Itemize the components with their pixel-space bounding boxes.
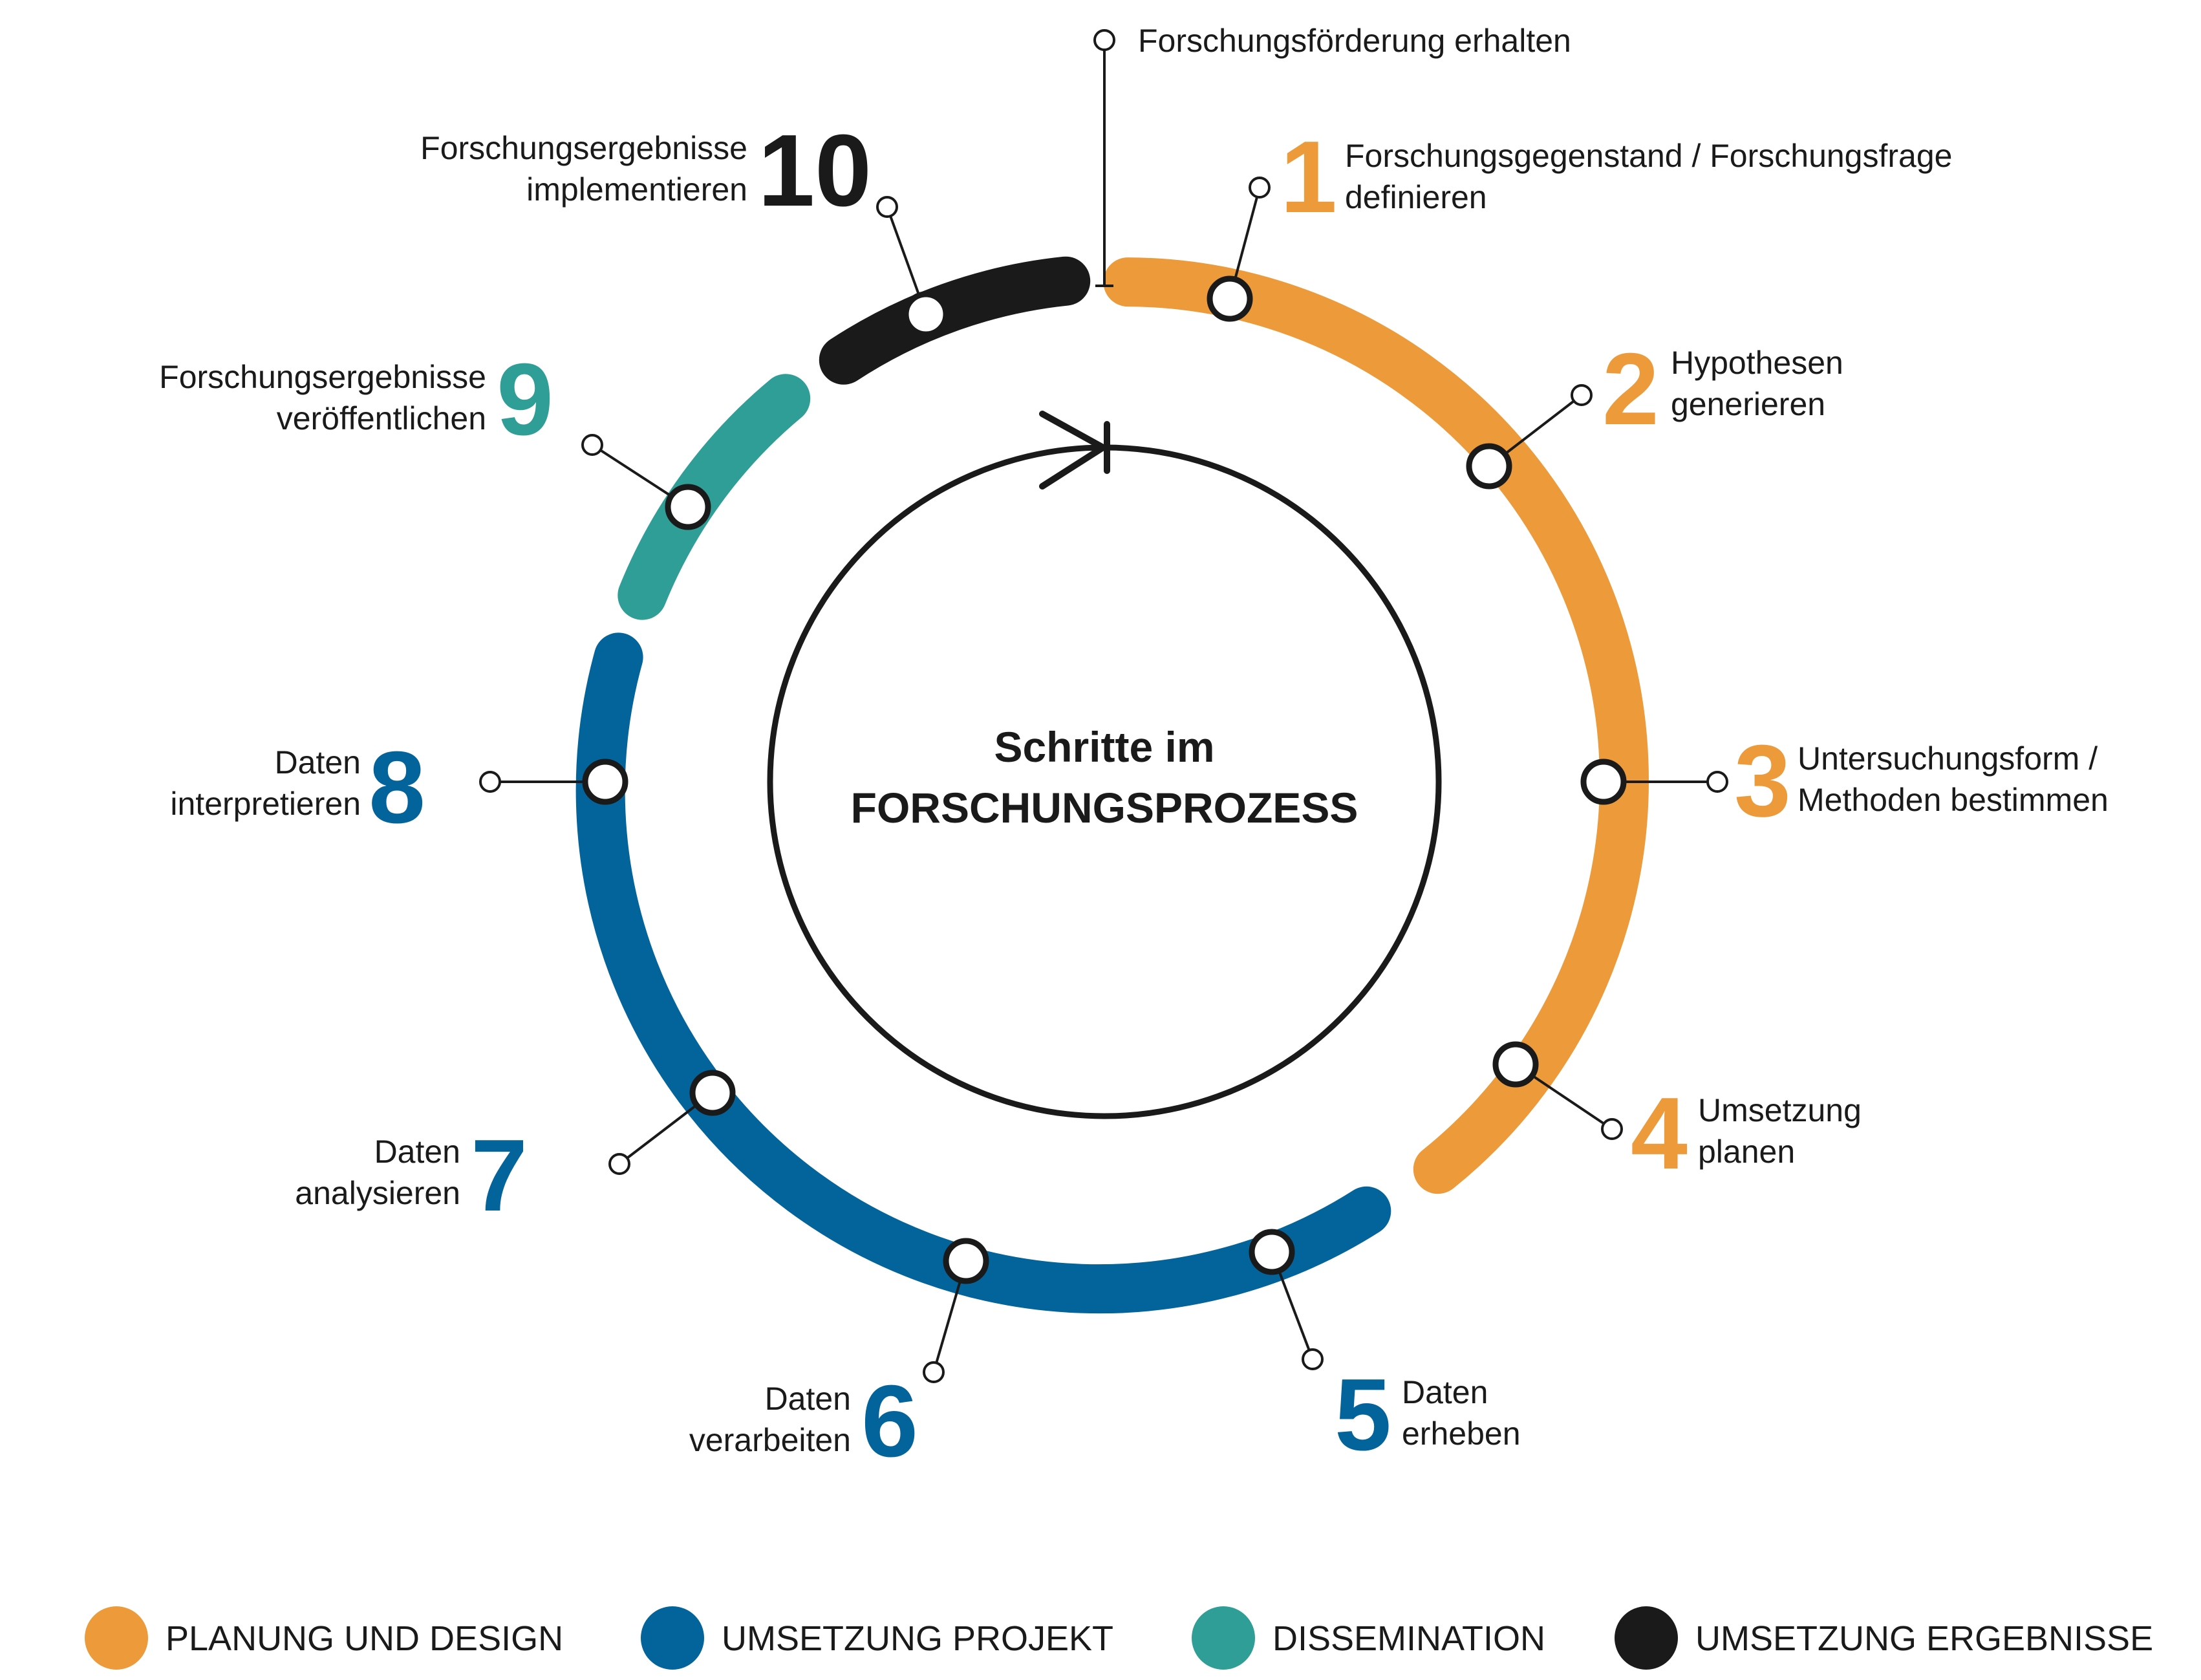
step-8-number: 8 [369, 731, 425, 845]
step-8-connector-end [479, 771, 501, 793]
legend-item-umsetzung-projekt: UMSETZUNG PROJEKT [641, 1606, 1113, 1670]
step-1-node [1207, 275, 1253, 322]
step-10: 10 Forschungsergebnisse implementieren [420, 114, 949, 338]
step-5-node [1249, 1229, 1295, 1275]
step-7-connector-end [608, 1153, 630, 1175]
step-6-label-line1: Daten [765, 1381, 851, 1417]
step-8-node [582, 759, 628, 805]
step-3-connector-end [1706, 771, 1728, 793]
step-8-label-line2: interpretieren [170, 786, 361, 822]
start-marker-label: Forschungsförderung erhalten [1138, 23, 1571, 59]
step-7: 7 Daten analysieren [295, 1070, 736, 1233]
step-2-label-line1: Hypothesen [1671, 345, 1843, 381]
arc-umsetzung-ergebnisse [819, 256, 1091, 385]
step-4-connector-end [1601, 1118, 1623, 1140]
step-9-node [665, 484, 711, 530]
step-2-number: 2 [1602, 332, 1659, 446]
step-4: 4 Umsetzung planen [1492, 1041, 1862, 1190]
legend-label-planung: PLANUNG UND DESIGN [166, 1619, 563, 1658]
step-1: 1 Forschungsgegenstand / Forschungsfrage… [1207, 120, 1952, 322]
legend-swatch-umsetzung-projekt [641, 1606, 704, 1670]
step-9-connector-end [581, 434, 603, 456]
legend-item-planung: PLANUNG UND DESIGN [85, 1606, 563, 1670]
step-7-node [689, 1070, 736, 1116]
step-3-label-line2: Methoden bestimmen [1798, 782, 2109, 818]
step-4-number: 4 [1631, 1077, 1688, 1190]
step-1-label-line2: definieren [1345, 179, 1487, 215]
arc-umsetzung-projekt [575, 632, 1391, 1314]
step-5-label-line1: Daten [1402, 1374, 1488, 1410]
step-2-node [1466, 443, 1512, 490]
legend-label-umsetzung-ergebnisse: UMSETZUNG ERGEBNISSE [1695, 1619, 2153, 1658]
center-title-line1: Schritte im [994, 723, 1214, 771]
step-9: 9 Forschungsergebnisse veröffentlichen [159, 343, 711, 530]
step-8-label-line1: Daten [275, 744, 361, 781]
step-2: 2 Hypothesen generieren [1466, 332, 1843, 490]
step-10-connector-end [876, 196, 898, 218]
step-10-label-line1: Forschungsergebnisse [420, 130, 747, 166]
step-3-number: 3 [1734, 724, 1791, 838]
legend-swatch-dissemination [1192, 1606, 1255, 1670]
step-6-number: 6 [861, 1364, 918, 1478]
step-7-number: 7 [471, 1119, 528, 1233]
start-marker-dot [1093, 29, 1115, 51]
step-10-number: 10 [758, 114, 872, 228]
step-3-node [1580, 759, 1627, 805]
step-9-label-line2: veröffentlichen [277, 400, 486, 436]
step-4-label-line2: planen [1698, 1134, 1795, 1170]
step-6: 6 Daten verarbeiten [689, 1238, 989, 1478]
step-5: 5 Daten erheben [1249, 1229, 1521, 1472]
step-1-label-line1: Forschungsgegenstand / Forschungsfrage [1345, 138, 1952, 174]
step-7-label-line2: analysieren [295, 1175, 460, 1211]
step-4-node [1492, 1041, 1539, 1088]
step-6-connector-end [923, 1361, 945, 1383]
inner-cycle: Schritte im FORSCHUNGSPROZESS [767, 411, 1442, 1119]
step-6-node [943, 1238, 989, 1284]
step-1-connector-end [1249, 177, 1271, 199]
arc-planung-und-design [1103, 257, 1649, 1194]
step-10-node [903, 291, 949, 338]
step-9-label-line1: Forschungsergebnisse [159, 359, 486, 395]
arc-dissemination [617, 374, 811, 620]
step-1-number: 1 [1280, 120, 1337, 234]
step-3-label-line1: Untersuchungsform / [1798, 740, 2098, 777]
step-7-label-line1: Daten [374, 1134, 460, 1170]
legend-item-umsetzung-ergebnisse: UMSETZUNG ERGEBNISSE [1615, 1606, 2153, 1670]
step-4-label-line1: Umsetzung [1698, 1092, 1862, 1128]
legend-item-dissemination: DISSEMINATION [1192, 1606, 1545, 1670]
step-2-label-line2: generieren [1671, 386, 1825, 422]
legend-label-umsetzung-projekt: UMSETZUNG PROJEKT [722, 1619, 1113, 1658]
step-6-label-line2: verarbeiten [689, 1422, 851, 1458]
step-5-label-line2: erheben [1402, 1416, 1521, 1452]
step-3: 3 Untersuchungsform / Methoden bestimmen [1580, 724, 2109, 838]
legend: PLANUNG UND DESIGN UMSETZUNG PROJEKT DIS… [85, 1606, 2153, 1670]
step-2-connector-end [1571, 384, 1593, 406]
step-8: 8 Daten interpretieren [170, 731, 628, 845]
center-title-line2: FORSCHUNGSPROZESS [851, 784, 1358, 832]
step-5-connector-end [1302, 1348, 1324, 1370]
cycle-arrow-icon [1039, 411, 1106, 490]
legend-swatch-umsetzung-ergebnisse [1615, 1606, 1678, 1670]
start-marker: Forschungsförderung erhalten [1093, 23, 1571, 287]
legend-label-dissemination: DISSEMINATION [1272, 1619, 1545, 1658]
step-10-label-line2: implementieren [526, 171, 747, 208]
step-9-number: 9 [497, 343, 553, 457]
legend-swatch-planung [85, 1606, 148, 1670]
step-5-number: 5 [1335, 1358, 1391, 1472]
